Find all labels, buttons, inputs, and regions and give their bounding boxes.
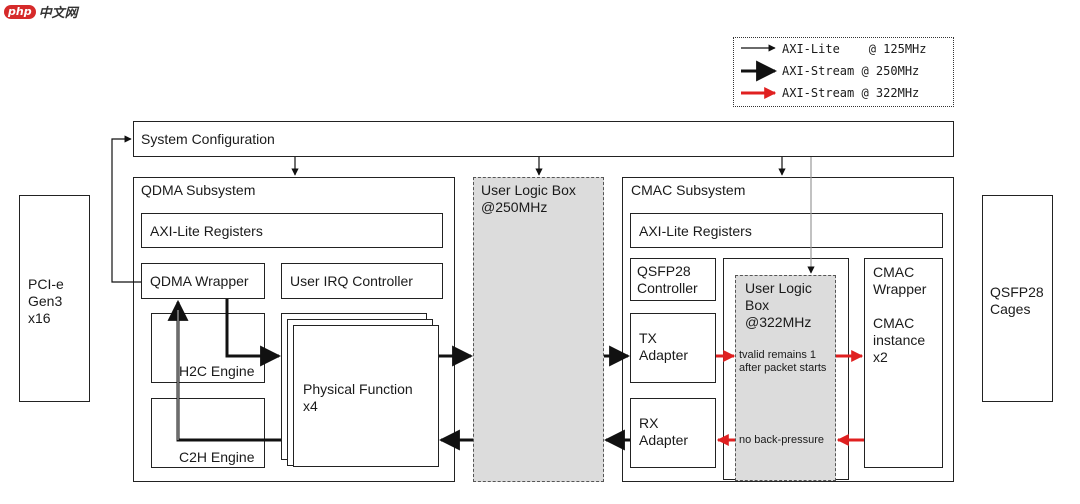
user-logic-box-250-label: User Logic Box @250MHz xyxy=(481,182,576,215)
user-irq-label: User IRQ Controller xyxy=(290,273,413,289)
wire-qdma-wrapper-to-system-config xyxy=(111,135,141,283)
backpressure-note: no back-pressure xyxy=(739,434,824,446)
c2h-engine: C2H Engine xyxy=(151,398,265,468)
system-configuration-label: System Configuration xyxy=(141,131,275,147)
h2c-engine-label: H2C Engine xyxy=(179,363,255,379)
qdma-wrapper-label: QDMA Wrapper xyxy=(150,273,249,289)
tx-adapter-label: TX Adapter xyxy=(639,330,689,363)
tvalid-note: tvalid remains 1 after packet starts xyxy=(739,349,827,374)
pcie-block: PCI-e Gen3 x16 xyxy=(19,195,90,402)
cmac-wrapper-block: CMAC Wrapper CMAC instance x2 xyxy=(864,258,943,468)
legend-item-axi-lite: AXI-Lite @ 125MHz xyxy=(782,42,927,56)
tx-adapter: TX Adapter xyxy=(630,313,716,383)
cmac-subsystem-title: CMAC Subsystem xyxy=(631,182,746,198)
legend-item-axi-stream-250: AXI-Stream @ 250MHz xyxy=(782,64,920,78)
cmac-axi-lite-label: AXI-Lite Registers xyxy=(639,223,752,239)
c2h-engine-label: C2H Engine xyxy=(179,449,255,465)
pcie-label: PCI-e Gen3 x16 xyxy=(28,276,64,326)
user-logic-box-250: User Logic Box @250MHz xyxy=(473,177,604,482)
qsfp28-controller: QSFP28 Controller xyxy=(630,258,716,301)
watermark-logo: php xyxy=(4,4,36,19)
qdma-axi-lite-registers: AXI-Lite Registers xyxy=(141,213,443,248)
physical-function-label: Physical Function x4 xyxy=(303,381,413,414)
site-watermark: php 中文网 xyxy=(4,2,78,21)
qdma-wrapper-block: QDMA Wrapper xyxy=(141,263,265,299)
rx-adapter: RX Adapter xyxy=(630,398,716,468)
physical-function-block: Physical Function x4 xyxy=(293,325,439,467)
qsfp-cages-label: QSFP28 Cages xyxy=(990,284,1044,317)
qsfp-cages-block: QSFP28 Cages xyxy=(982,195,1053,402)
cmac-wrapper-label: CMAC Wrapper xyxy=(873,264,927,297)
user-logic-box-322-label: User Logic Box @322MHz xyxy=(745,280,812,330)
legend-item-axi-stream-322: AXI-Stream @ 322MHz xyxy=(782,86,920,100)
cmac-instance-label: CMAC instance x2 xyxy=(873,315,926,365)
user-irq-controller: User IRQ Controller xyxy=(281,263,443,299)
qdma-axi-lite-label: AXI-Lite Registers xyxy=(150,223,263,239)
watermark-text: 中文网 xyxy=(38,6,78,21)
rx-adapter-label: RX Adapter xyxy=(639,415,689,448)
wire-c2h-to-wrapper xyxy=(167,299,281,442)
wire-wrapper-to-h2c xyxy=(225,299,282,367)
h2c-engine: H2C Engine xyxy=(151,313,265,383)
qdma-subsystem-title: QDMA Subsystem xyxy=(141,182,256,198)
cmac-axi-lite-registers: AXI-Lite Registers xyxy=(630,213,943,248)
qsfp28-controller-label: QSFP28 Controller xyxy=(637,263,698,296)
user-logic-box-322: User Logic Box @322MHz tvalid remains 1 … xyxy=(735,275,836,481)
system-configuration-block: System Configuration xyxy=(133,121,954,157)
